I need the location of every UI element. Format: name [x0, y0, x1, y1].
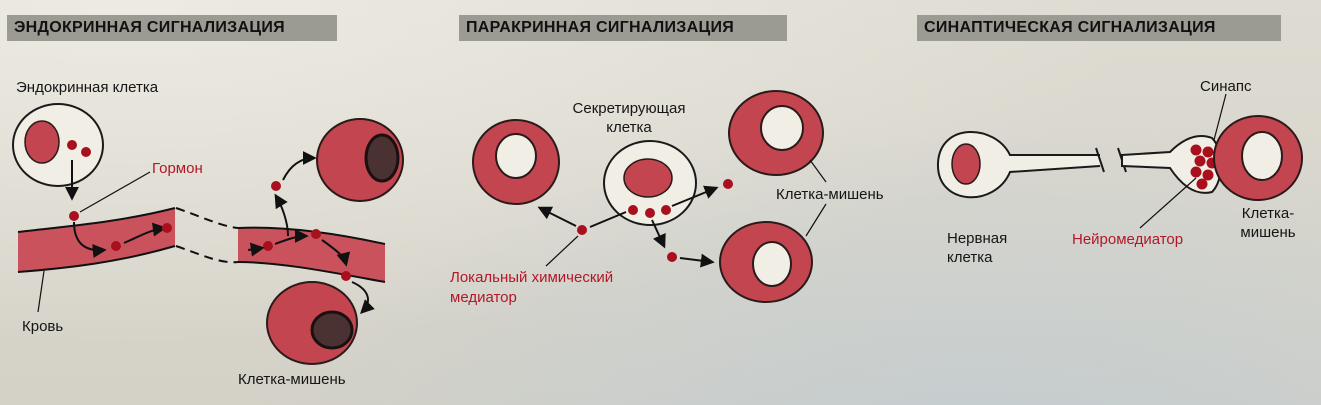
- endocrine-header: ЭНДОКРИННАЯ СИГНАЛИЗАЦИЯ: [7, 15, 337, 41]
- neurotransmitter-molecule: [1202, 169, 1214, 181]
- endocrine-cell-nucleus: [24, 120, 60, 164]
- paracrine-target-label: Клетка-мишень: [776, 186, 884, 203]
- neurotransmitter-label: Нейромедиатор: [1072, 231, 1184, 248]
- nerve-cell-label-line1: Нервная: [947, 230, 1008, 247]
- hormone-molecule: [81, 147, 91, 157]
- blood-vessel-segment-1: [18, 208, 175, 272]
- target-cell-top-nucleus: [364, 133, 400, 183]
- nerve-cell-nucleus: [951, 143, 981, 185]
- hormone-molecule: [111, 241, 121, 251]
- mediator-molecule: [628, 205, 638, 215]
- synaptic-target-label-line1: Клетка-: [1241, 205, 1295, 222]
- endocrine-cell-label: Эндокринная клетка: [16, 79, 159, 96]
- paracrine-target-bottom-right-core: [752, 241, 792, 287]
- secreting-cell-label-line2: клетка: [606, 119, 652, 136]
- hormone-molecule: [69, 211, 79, 221]
- hormone-label: Гормон: [152, 160, 203, 177]
- target-cell-label: Клетка-мишень: [238, 371, 346, 388]
- neurotransmitter-molecule: [1194, 155, 1206, 167]
- hormone-molecule: [341, 271, 351, 281]
- secreting-cell-label-line1: Секретирующая: [572, 100, 686, 117]
- secreting-cell-nucleus: [623, 158, 673, 198]
- hormone-molecule: [67, 140, 77, 150]
- neurotransmitter-molecule: [1202, 146, 1214, 158]
- paracrine-target-top-right-core: [760, 105, 804, 151]
- blood-vessel-segment-2: [238, 227, 385, 282]
- mediator-molecule: [645, 208, 655, 218]
- paracrine-target-left-core: [495, 133, 537, 179]
- neurotransmitter-molecule: [1190, 144, 1202, 156]
- hormone-molecule: [263, 241, 273, 251]
- mediator-molecule: [723, 179, 733, 189]
- synaptic-target-cell-core: [1241, 131, 1283, 181]
- neurotransmitter-molecule: [1190, 166, 1202, 178]
- transport-arrow: [123, 222, 167, 244]
- mediator-molecule: [661, 205, 671, 215]
- hormone-molecule: [311, 229, 321, 239]
- local-mediator-label-line2: медиатор: [450, 289, 517, 306]
- nerve-cell: [937, 131, 1100, 198]
- target-cell-bottom-nucleus: [310, 310, 354, 350]
- paracrine-header: ПАРАКРИННАЯ СИГНАЛИЗАЦИЯ: [459, 15, 787, 41]
- mediator-molecule: [577, 225, 587, 235]
- hormone-molecule: [162, 223, 172, 233]
- neurotransmitter-molecule: [1196, 178, 1208, 190]
- transport-arrow: [73, 221, 107, 258]
- synapse-label: Синапс: [1200, 78, 1252, 95]
- local-mediator-label-line1: Локальный химический: [450, 269, 614, 286]
- nerve-cell-label-line2: клетка: [947, 249, 993, 266]
- synaptic-panel: [936, 93, 1303, 229]
- synaptic-header: СИНАПТИЧЕСКАЯ СИГНАЛИЗАЦИЯ: [917, 15, 1281, 41]
- synaptic-target-label-line2: мишень: [1240, 224, 1296, 241]
- mediator-molecule: [667, 252, 677, 262]
- hormone-molecule: [271, 181, 281, 191]
- endocrine-panel: [12, 103, 404, 365]
- blood-label: Кровь: [22, 318, 64, 335]
- paracrine-panel: [472, 90, 827, 303]
